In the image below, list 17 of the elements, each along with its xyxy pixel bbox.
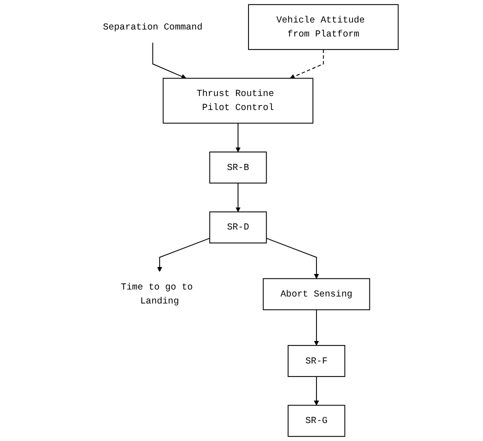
node-box: Vehicle Attitude from Platform [248, 4, 399, 50]
node-text: Time to go to Landing [120, 282, 193, 306]
arrow [152, 42, 186, 79]
node-box: SR-G [288, 404, 346, 437]
node-box: SR-B [209, 152, 267, 184]
arrow [157, 238, 210, 272]
arrow [236, 122, 241, 152]
node-box: Thrust Routine Pilot Control [162, 78, 314, 124]
arrow [314, 376, 319, 406]
node-box: SR-F [288, 345, 346, 377]
node-text: Separation Command [102, 22, 202, 32]
arrow [266, 238, 319, 279]
node-box: SR-D [209, 211, 267, 244]
arrow [314, 309, 319, 346]
arrow [236, 182, 241, 212]
node-box: Abort Sensing [262, 278, 370, 310]
arrow [290, 49, 324, 79]
